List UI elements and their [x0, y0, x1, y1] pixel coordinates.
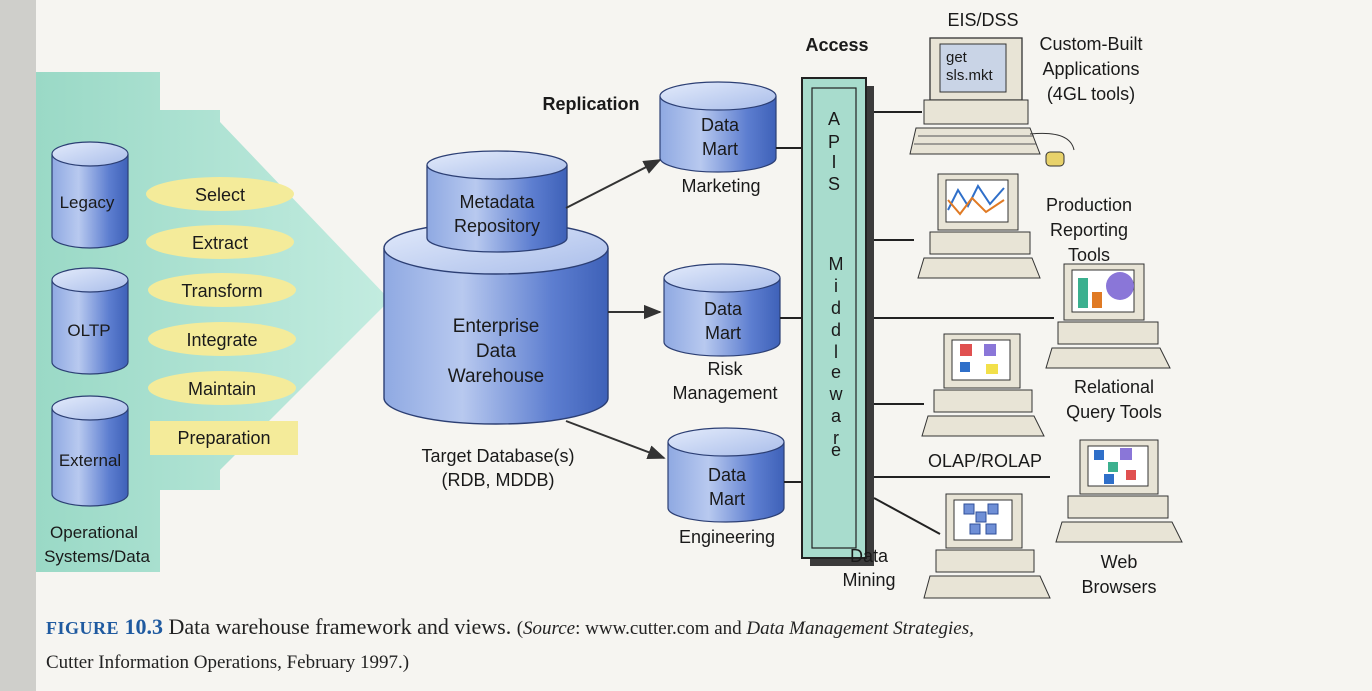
olap-label: OLAP/ROLAP — [928, 451, 1042, 471]
data-mart-engineering: Data Mart — [667, 427, 785, 523]
metadata-repository-cylinder: Metadata Repository — [426, 150, 568, 253]
middleware-letter: w — [829, 384, 844, 404]
production-label: Tools — [1068, 245, 1110, 265]
mart-label: Mart — [702, 139, 738, 159]
source-cylinder-external: External — [51, 395, 129, 507]
source-italic: Data Management Strategies, — [746, 618, 974, 639]
source-text: : www.cutter.com and — [575, 618, 747, 639]
apis-letter: S — [828, 174, 840, 194]
figure-caption: FIGURE 10.3 Data warehouse framework and… — [46, 614, 974, 640]
etl-step: Integrate — [186, 330, 257, 350]
web-computer-icon — [1055, 439, 1183, 543]
apis-letters: A P I S — [828, 109, 840, 194]
figure-caption-line2: Cutter Information Operations, February … — [46, 652, 410, 673]
target-label: (RDB, MDDB) — [442, 470, 555, 490]
relational-label: Relational — [1074, 377, 1154, 397]
sources-label: Systems/Data — [44, 547, 150, 566]
etl-steps: Select Extract Transform Integrate Maint… — [146, 177, 298, 455]
warehouse-label: Data — [476, 341, 517, 362]
source-label: External — [59, 451, 121, 470]
olap-computer-icon — [921, 333, 1045, 437]
figure-number: 10.3 — [124, 614, 164, 639]
web-label: Browsers — [1081, 577, 1156, 597]
source-label: OLTP — [67, 321, 110, 340]
target-label: Target Database(s) — [421, 446, 574, 466]
mart-label: Mart — [705, 323, 741, 343]
figure-title: Data warehouse framework and views. — [168, 614, 512, 639]
custom-label: (4GL tools) — [1047, 84, 1135, 104]
eis-computer-icon: get sls.mkt — [909, 37, 1075, 167]
metadata-label: Metadata — [459, 192, 535, 212]
middleware-letter: d — [831, 320, 841, 340]
replication-arrow — [565, 420, 666, 460]
web-label: Web — [1101, 552, 1138, 572]
eis-label: EIS/DSS — [947, 10, 1018, 30]
apis-letter: A — [828, 109, 840, 129]
etl-step: Transform — [181, 281, 262, 301]
middleware-letter: l — [834, 342, 838, 362]
apis-letter: I — [831, 152, 836, 172]
screen-text: sls.mkt — [946, 67, 993, 84]
mart-name: Management — [672, 383, 777, 403]
preparation-box — [150, 421, 298, 455]
mart-label: Data — [708, 465, 747, 485]
tool-connectors — [873, 111, 1054, 535]
warehouse-label: Enterprise — [453, 316, 540, 337]
mart-label: Data — [701, 115, 740, 135]
replication-arrow — [565, 159, 662, 209]
relational-label: Query Tools — [1066, 402, 1162, 422]
preparation-label: Preparation — [177, 428, 270, 448]
source-cylinder-legacy: Legacy — [51, 141, 129, 249]
mining-computer-icon — [923, 493, 1051, 599]
mining-label: Mining — [842, 570, 895, 590]
replication-label: Replication — [542, 94, 639, 114]
mart-label: Data — [704, 299, 743, 319]
source-label: Legacy — [60, 193, 115, 212]
page-edge — [0, 0, 36, 691]
middleware-letter: a — [831, 406, 842, 426]
relational-computer-icon — [1045, 263, 1171, 369]
data-mart-marketing: Data Mart — [659, 81, 777, 173]
etl-step: Maintain — [188, 379, 256, 399]
production-label: Reporting — [1050, 220, 1128, 240]
apis-letter: P — [828, 132, 840, 152]
etl-step: Extract — [192, 233, 248, 253]
middleware-letters: M i d d l e w a r e — [829, 254, 844, 460]
middleware-letter: e — [831, 362, 841, 382]
custom-label: Applications — [1042, 59, 1139, 79]
mart-label: Mart — [709, 489, 745, 509]
middleware-letter: d — [831, 298, 841, 318]
production-computer-icon — [917, 173, 1041, 279]
data-mart-risk: Data Mart — [663, 263, 781, 357]
warehouse-label: Warehouse — [448, 366, 544, 387]
middleware-letter: i — [834, 276, 838, 296]
production-label: Production — [1046, 195, 1132, 215]
source-open: ( — [516, 618, 524, 639]
etl-step: Select — [195, 185, 245, 205]
mining-label: Data — [850, 546, 889, 566]
source-cylinder-oltp: OLTP — [51, 267, 129, 375]
mart-name: Risk — [708, 359, 744, 379]
middleware-letter: e — [831, 440, 841, 460]
apis-middleware-bar — [801, 77, 874, 566]
mart-name: Engineering — [679, 527, 775, 547]
metadata-label: Repository — [454, 216, 540, 236]
mart-name: Marketing — [681, 176, 760, 196]
screen-text: get — [946, 49, 968, 66]
sources-label: Operational — [50, 523, 138, 542]
access-label: Access — [805, 35, 868, 55]
custom-label: Custom-Built — [1039, 34, 1142, 54]
source-word: Source — [523, 618, 576, 639]
figure-word: FIGURE — [46, 618, 120, 638]
middleware-letter: r — [833, 428, 839, 448]
middleware-letter: M — [829, 254, 844, 274]
